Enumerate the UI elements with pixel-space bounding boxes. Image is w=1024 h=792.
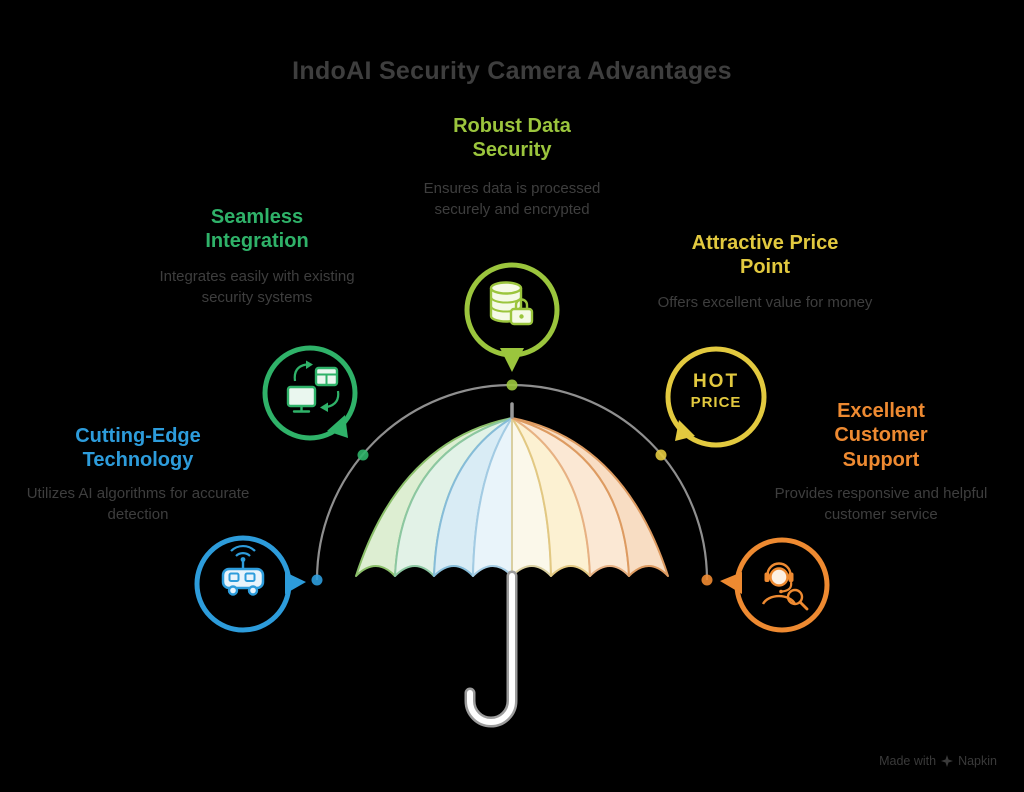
connector-arc	[311, 379, 713, 586]
customer-support-icon	[761, 562, 809, 611]
heading-cutting-edge-technology: Cutting-Edge Technology	[75, 425, 201, 472]
heading-robust-data-security: Robust Data Security	[453, 115, 571, 162]
watermark: Made with Napkin	[879, 754, 997, 768]
bubble-excellent-customer-support	[720, 537, 830, 633]
heading-seamless-integration: Seamless Integration	[205, 206, 309, 253]
hot-price-line1: HOT	[692, 371, 740, 392]
connector-dot-seamless	[357, 449, 369, 461]
bubble-robust-data-security	[464, 262, 560, 372]
description-excellent-customer-support: Provides responsive and helpful customer…	[774, 485, 988, 523]
connector-dot-price	[655, 449, 667, 461]
connector-dot-robust	[506, 379, 518, 391]
hot-price-line2: PRICE	[690, 394, 742, 411]
database-lock-icon	[489, 281, 534, 326]
hot-price-icon: HOT PRICE	[666, 371, 766, 413]
page-title: IndoAI Security Camera Advantages	[292, 57, 732, 85]
bubble-cutting-edge-technology	[194, 535, 306, 633]
watermark-brand: Napkin	[958, 754, 997, 768]
umbrella-canopy	[355, 402, 669, 577]
umbrella-panel	[511, 417, 669, 577]
watermark-prefix: Made with	[879, 754, 937, 768]
connector-dot-support	[701, 574, 713, 586]
description-cutting-edge-technology: Utilizes AI algorithms for accurate dete…	[26, 485, 250, 523]
description-seamless-integration: Integrates easily with existing security…	[159, 268, 355, 306]
description-robust-data-security: Ensures data is processed securely and e…	[423, 180, 601, 218]
ai-vehicle-icon	[221, 544, 265, 596]
connector-dot-cutting	[311, 574, 323, 586]
description-attractive-price-point: Offers excellent value for money	[657, 294, 873, 311]
umbrella-handle	[464, 570, 518, 728]
bubble-seamless-integration	[262, 345, 358, 441]
napkin-logo-icon	[941, 755, 954, 767]
bubble-attractive-price-point	[665, 346, 767, 448]
heading-attractive-price-point: Attractive Price Point	[691, 232, 839, 279]
system-sync-icon	[286, 360, 340, 413]
heading-excellent-customer-support: Excellent Customer Support	[834, 400, 928, 471]
